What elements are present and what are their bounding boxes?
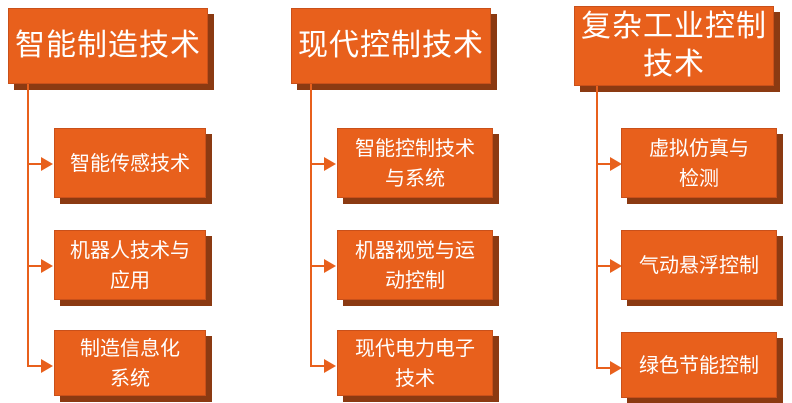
column-3-branch-2-line <box>596 265 612 267</box>
column-1-item-3: 制造信息化 系统 <box>54 330 206 396</box>
column-1-branch-1-line <box>27 163 43 165</box>
column-1-branch-2-arrow-icon <box>41 259 53 273</box>
column-2-branch-2-arrow-icon <box>324 259 336 273</box>
column-3-branch-1-arrow-icon <box>610 157 622 171</box>
column-2-branch-3-arrow-icon <box>324 359 336 373</box>
column-1-item-2-label: 机器人技术与 应用 <box>70 238 190 292</box>
column-2-branch-3-line <box>310 365 326 367</box>
column-2-item-1: 智能控制技术 与系统 <box>337 128 493 198</box>
column-2-branch-1-arrow-icon <box>324 157 336 171</box>
column-3-branch-3-arrow-icon <box>610 361 622 375</box>
column-3-item-3: 绿色节能控制 <box>621 332 777 398</box>
column-1-title: 智能制造技术 <box>15 28 201 63</box>
column-2-item-2: 机器视觉与运 动控制 <box>337 230 493 300</box>
column-2-branch-1-line <box>310 163 326 165</box>
column-2-header: 现代控制技术 <box>291 8 491 84</box>
column-3-item-2-label: 气动悬浮控制 <box>639 253 759 277</box>
column-2-item-1-label: 智能控制技术 与系统 <box>355 136 475 190</box>
column-1-item-1: 智能传感技术 <box>54 128 206 198</box>
column-2-branch-2-line <box>310 265 326 267</box>
column-3-branch-2-arrow-icon <box>610 259 622 273</box>
column-1-item-1-label: 智能传感技术 <box>70 151 190 175</box>
column-3-header: 复杂工业控制 技术 <box>574 6 774 86</box>
column-1-trunk-line <box>27 84 29 366</box>
column-1-branch-3-line <box>27 365 43 367</box>
column-1-item-2: 机器人技术与 应用 <box>54 230 206 300</box>
column-3-item-1-label: 虚拟仿真与 检测 <box>649 136 749 190</box>
column-3-branch-3-line <box>596 367 612 369</box>
column-2-item-3: 现代电力电子 技术 <box>337 330 493 396</box>
column-2-title: 现代控制技术 <box>298 28 484 63</box>
column-2-item-3-label: 现代电力电子 技术 <box>355 336 475 390</box>
column-3-item-2: 气动悬浮控制 <box>621 230 777 300</box>
column-1-branch-3-arrow-icon <box>41 359 53 373</box>
column-3-branch-1-line <box>596 163 612 165</box>
column-2-trunk-line <box>310 84 312 366</box>
column-1-branch-2-line <box>27 265 43 267</box>
column-3-item-3-label: 绿色节能控制 <box>639 353 759 377</box>
column-2-item-2-label: 机器视觉与运 动控制 <box>355 238 475 292</box>
column-1-branch-1-arrow-icon <box>41 157 53 171</box>
column-3-title: 复杂工业控制 技术 <box>581 9 767 82</box>
column-3-item-1: 虚拟仿真与 检测 <box>621 128 777 198</box>
column-3-trunk-line <box>596 86 598 368</box>
column-1-header: 智能制造技术 <box>8 8 208 84</box>
column-1-item-3-label: 制造信息化 系统 <box>80 336 180 390</box>
